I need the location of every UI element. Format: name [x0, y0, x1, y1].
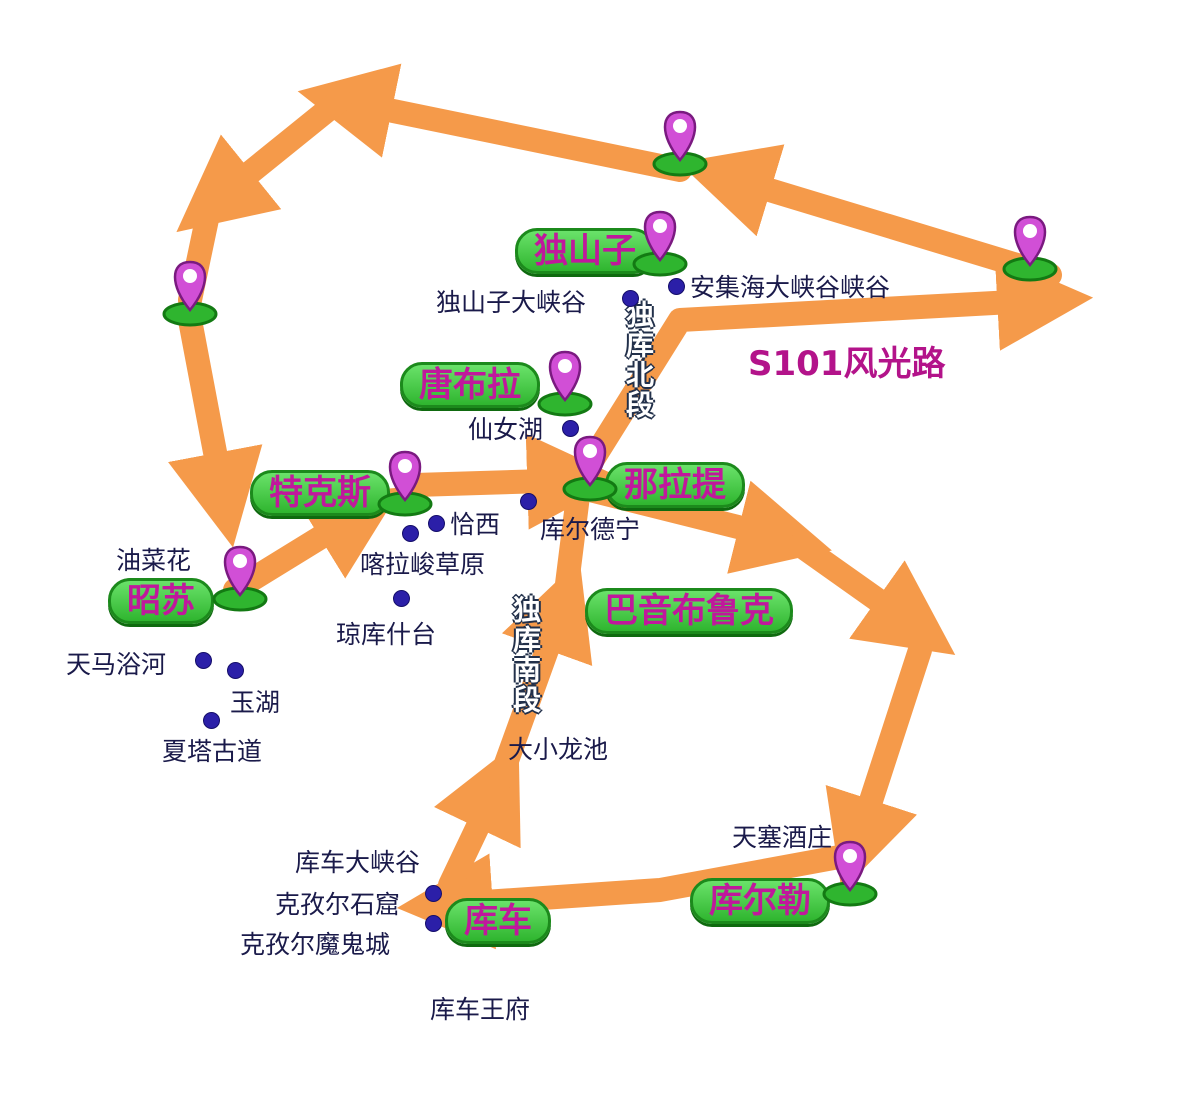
route-segment-tekesi-to-nalati — [403, 433, 624, 530]
city-badge-kuerle[interactable]: 库尔勒 — [690, 878, 830, 924]
poi-dot — [393, 590, 410, 607]
poi-label-dragon-pools: 大小龙池 — [508, 735, 609, 764]
poi-label-xiannu-lake: 仙女湖 — [468, 415, 544, 444]
route-segment-dushanzi-to-west — [297, 63, 692, 182]
poi-dot — [402, 525, 419, 542]
city-badge-dushanzi[interactable]: 独山子 — [515, 228, 655, 274]
poi-label-anjihai-canyon: 安集海大峡谷峡谷 — [690, 273, 891, 302]
poi-dot — [425, 915, 442, 932]
route-segment-northwest — [176, 88, 352, 233]
road-label-duku-south: 独库南段 — [509, 595, 542, 715]
poi-dot — [668, 278, 685, 295]
poi-dot — [227, 662, 244, 679]
route-segment-east-descent — [788, 533, 956, 655]
city-badge-tekesi[interactable]: 特克斯 — [250, 470, 390, 516]
poi-label-tiansai: 天塞酒庄 — [732, 823, 833, 852]
poi-dot — [195, 652, 212, 669]
poi-label-youcaihua: 油菜花 — [116, 546, 192, 575]
route-segment-s101-return — [678, 144, 1062, 287]
city-badge-bayinbuluke[interactable]: 巴音布鲁克 — [585, 588, 793, 634]
map-pin-icon — [632, 210, 688, 277]
poi-dot — [520, 493, 537, 510]
route-segment-nalati-north — [568, 254, 1094, 492]
map-pin-icon — [162, 260, 218, 327]
poi-label-dushanzi-canyon: 独山子大峡谷 — [436, 288, 587, 317]
poi-dot — [562, 420, 579, 437]
poi-dot — [425, 885, 442, 902]
poi-dot — [622, 290, 639, 307]
poi-label-tianma: 天马浴河 — [66, 650, 167, 679]
poi-label-xiata: 夏塔古道 — [162, 737, 263, 766]
map-pin-icon — [1002, 215, 1058, 282]
road-label-duku-north: 独库北段 — [622, 300, 655, 420]
poi-label-kizil-grottoes: 克孜尔石窟 — [275, 890, 401, 919]
poi-label-kuerdening: 库尔德宁 — [540, 515, 641, 544]
poi-label-yuhu: 玉湖 — [230, 688, 281, 717]
poi-dot — [428, 515, 445, 532]
poi-label-kuche-palace: 库车王府 — [430, 995, 531, 1024]
road-label-s101: S101风光路 — [748, 344, 946, 384]
poi-label-qiaxi: 恰西 — [450, 510, 501, 539]
city-badge-zhaosu[interactable]: 昭苏 — [108, 578, 214, 624]
poi-label-kuche-canyon: 库车大峡谷 — [295, 848, 421, 877]
poi-label-qiongkushitai: 琼库什台 — [336, 620, 437, 649]
map-pin-icon — [652, 110, 708, 177]
route-segment-kuche-to-dragon-pools — [433, 740, 521, 897]
city-badge-tangbula[interactable]: 唐布拉 — [400, 362, 540, 408]
city-badge-kuche[interactable]: 库车 — [445, 898, 551, 944]
poi-label-kizil-ghost-city: 克孜尔魔鬼城 — [240, 930, 391, 959]
poi-label-kalajun: 喀拉峻草原 — [360, 550, 486, 579]
map-pin-icon — [562, 435, 618, 502]
route-segment-zhaosu-to-tekesi — [223, 487, 402, 602]
map-pin-icon — [212, 545, 268, 612]
poi-dot — [203, 712, 220, 729]
route-segment-to-kuerle — [825, 638, 932, 892]
route-segment-to-zhaosu — [168, 308, 263, 548]
route-segment-dragon-pools-to-bayinbuluke — [488, 559, 593, 792]
city-badge-nalati[interactable]: 那拉提 — [605, 462, 745, 508]
